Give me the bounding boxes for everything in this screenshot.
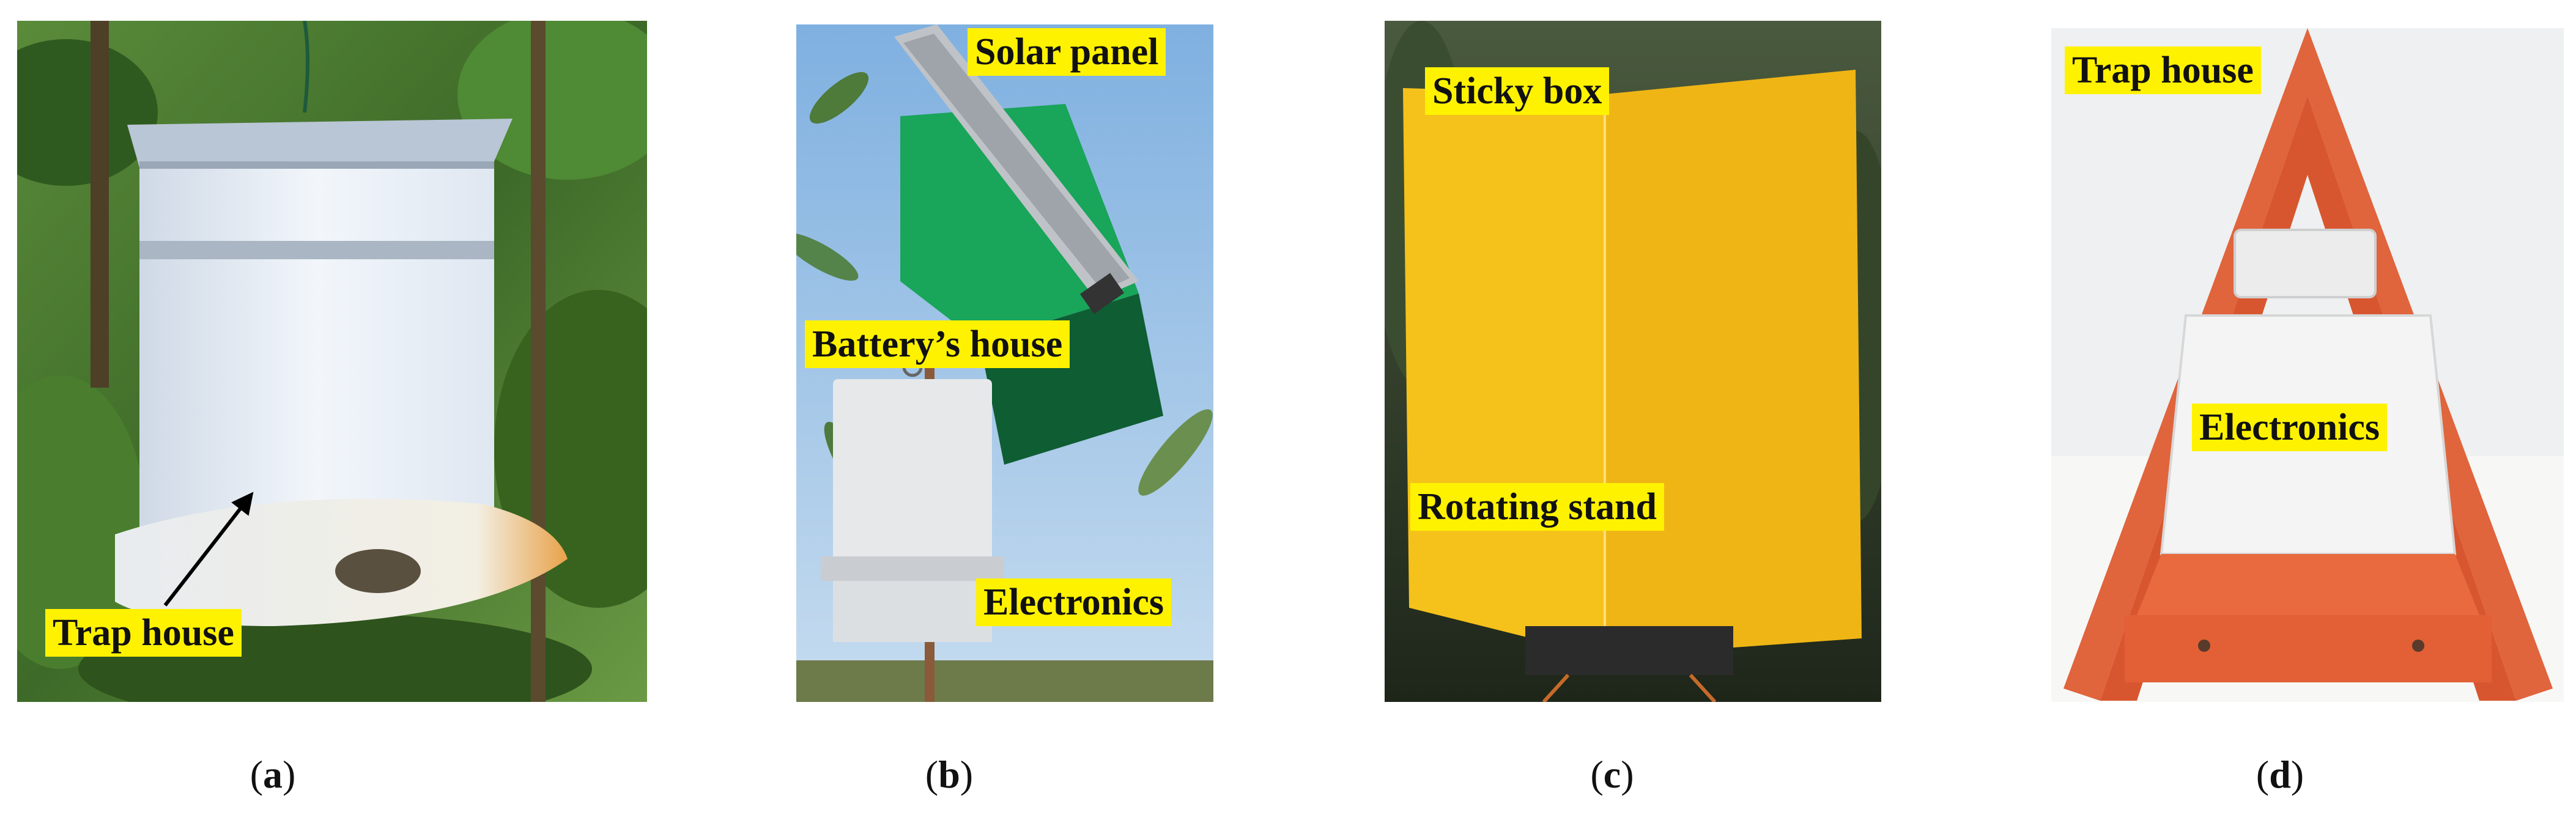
- photo-panel-c: [1385, 21, 1881, 702]
- label-solar-panel: Solar panel: [968, 28, 1166, 76]
- caption-b: (b): [925, 753, 974, 796]
- label-electronics-b: Electronics: [976, 578, 1172, 626]
- caption-d: (d): [2256, 753, 2304, 796]
- caption-c: (c): [1590, 753, 1634, 796]
- label-trap-house-a: Trap house: [45, 609, 242, 657]
- label-electronics-d: Electronics: [2192, 404, 2388, 451]
- label-sticky-box: Sticky box: [1425, 67, 1610, 115]
- label-trap-house-d: Trap house: [2065, 46, 2261, 94]
- arrow-a-trap-house: [163, 492, 254, 607]
- trap-c-photo: [1385, 21, 1881, 702]
- caption-a: (a): [250, 753, 296, 796]
- label-batterys-house: Battery’s house: [805, 320, 1070, 368]
- label-rotating-stand: Rotating stand: [1410, 483, 1665, 531]
- photo-panel-d: [2051, 28, 2564, 702]
- trap-d-photo: [2051, 28, 2564, 702]
